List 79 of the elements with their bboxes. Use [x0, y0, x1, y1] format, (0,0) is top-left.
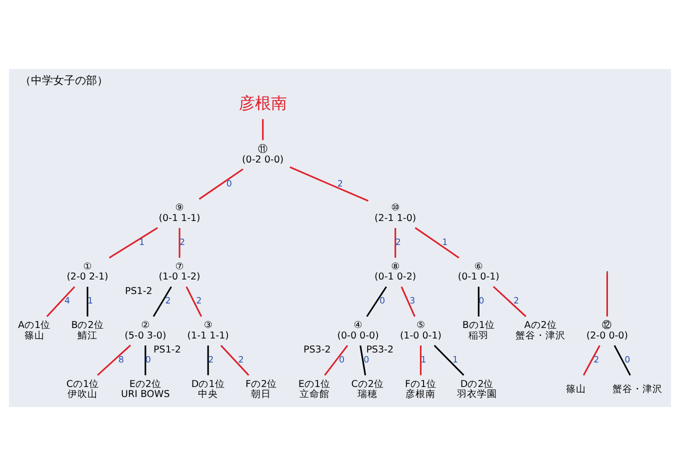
connector: [434, 344, 464, 376]
connector: [144, 345, 146, 376]
edge-label: 1: [420, 355, 426, 366]
edge-label: 0: [339, 355, 345, 366]
node-text: ④ (0-0 0-0): [337, 320, 379, 342]
node-text: ③ (1-1 1-1): [187, 320, 229, 342]
edge-label: 2: [165, 296, 171, 307]
node-text: 彦根南: [238, 94, 287, 113]
node-text: Aの1位 篠山: [18, 320, 51, 342]
connector: [492, 286, 526, 318]
edge-label: 4: [64, 296, 70, 307]
node-text: Eの2位 URI BOWS: [121, 378, 170, 400]
node-text: ⑨ (0-1 1-1): [158, 202, 200, 224]
edge-label: 1: [442, 238, 448, 248]
connector: [108, 227, 158, 258]
connector: [86, 286, 88, 316]
edge-label: 1: [87, 296, 94, 307]
node-text: ⑪ (0-2 0-0): [242, 144, 284, 166]
edge-label: 2: [337, 179, 343, 190]
connector: [478, 286, 480, 316]
edge-label: 2: [594, 355, 600, 366]
node-text: Eの1位 立命館: [298, 378, 330, 400]
node-text: Aの2位 蟹谷・津沢: [516, 320, 566, 342]
node-label: PS1-2: [125, 286, 152, 298]
connector: [220, 344, 250, 376]
node-label: PS3-2: [366, 344, 394, 356]
edge-label: 0: [226, 179, 232, 190]
node-text: Fの1位 彦根南: [404, 378, 436, 400]
node-text: 蟹谷・津沢: [612, 384, 662, 396]
node-text: Dの2位 羽衣学園: [457, 378, 498, 400]
diagram-title: （中学女子の部）: [20, 74, 108, 88]
connector: [186, 286, 202, 317]
connector: [360, 345, 366, 376]
node-text: Cの2位 瑞穂: [351, 378, 384, 400]
connector: [420, 345, 422, 376]
connector: [290, 166, 369, 202]
edge-label: 1: [452, 355, 458, 366]
edge-label: 3: [410, 296, 416, 307]
edge-label: 2: [238, 355, 244, 366]
connector: [366, 286, 387, 317]
node-text: ⑩ (2-1 1-0): [374, 202, 416, 224]
edge-label: 0: [145, 355, 151, 366]
connector: [414, 227, 460, 258]
node-text: Bの1位 稲羽: [462, 320, 495, 342]
edge-label: 0: [379, 296, 386, 307]
node-text: Bの2位 鯖江: [71, 320, 104, 342]
node-text: Cの1位 伊吹山: [66, 378, 100, 400]
connector: [46, 286, 76, 318]
edge-label: 0: [364, 355, 370, 366]
edge-label: 2: [514, 296, 520, 307]
node-text: ⑥ (0-1 0-1): [458, 261, 500, 283]
connector: [97, 344, 131, 376]
connector: [207, 345, 209, 376]
connector: [606, 273, 608, 316]
connector: [400, 286, 416, 317]
node-text: ② (5-0 3-0): [124, 320, 166, 342]
node-text: ⑤ (1-0 0-1): [400, 320, 442, 342]
connector: [152, 286, 172, 317]
connector: [262, 119, 264, 140]
connector: [324, 344, 348, 376]
node-text: 篠山: [566, 384, 586, 396]
node-label: PS3-2: [304, 344, 331, 356]
edge-label: 2: [196, 296, 202, 307]
connector: [198, 168, 244, 200]
edge-label: 1: [139, 238, 145, 248]
edge-label: 8: [118, 355, 124, 366]
connector: [178, 228, 180, 258]
node-text: ① (2-0 2-1): [66, 261, 108, 283]
edge-label: 0: [624, 355, 630, 366]
node-text: ⑦ (1-0 1-2): [158, 261, 200, 283]
connector: [614, 345, 631, 376]
edge-label: 2: [395, 238, 401, 248]
node-text: Dの1位 中央: [191, 378, 225, 400]
node-label: PS1-2: [154, 344, 181, 356]
node-text: Fの2位 朝日: [245, 378, 278, 400]
connector: [394, 228, 396, 258]
node-text: ⑧ (0-1 0-2): [374, 261, 416, 283]
node-text: ⑫ (2-0 0-0): [586, 320, 628, 342]
connector: [582, 345, 600, 376]
